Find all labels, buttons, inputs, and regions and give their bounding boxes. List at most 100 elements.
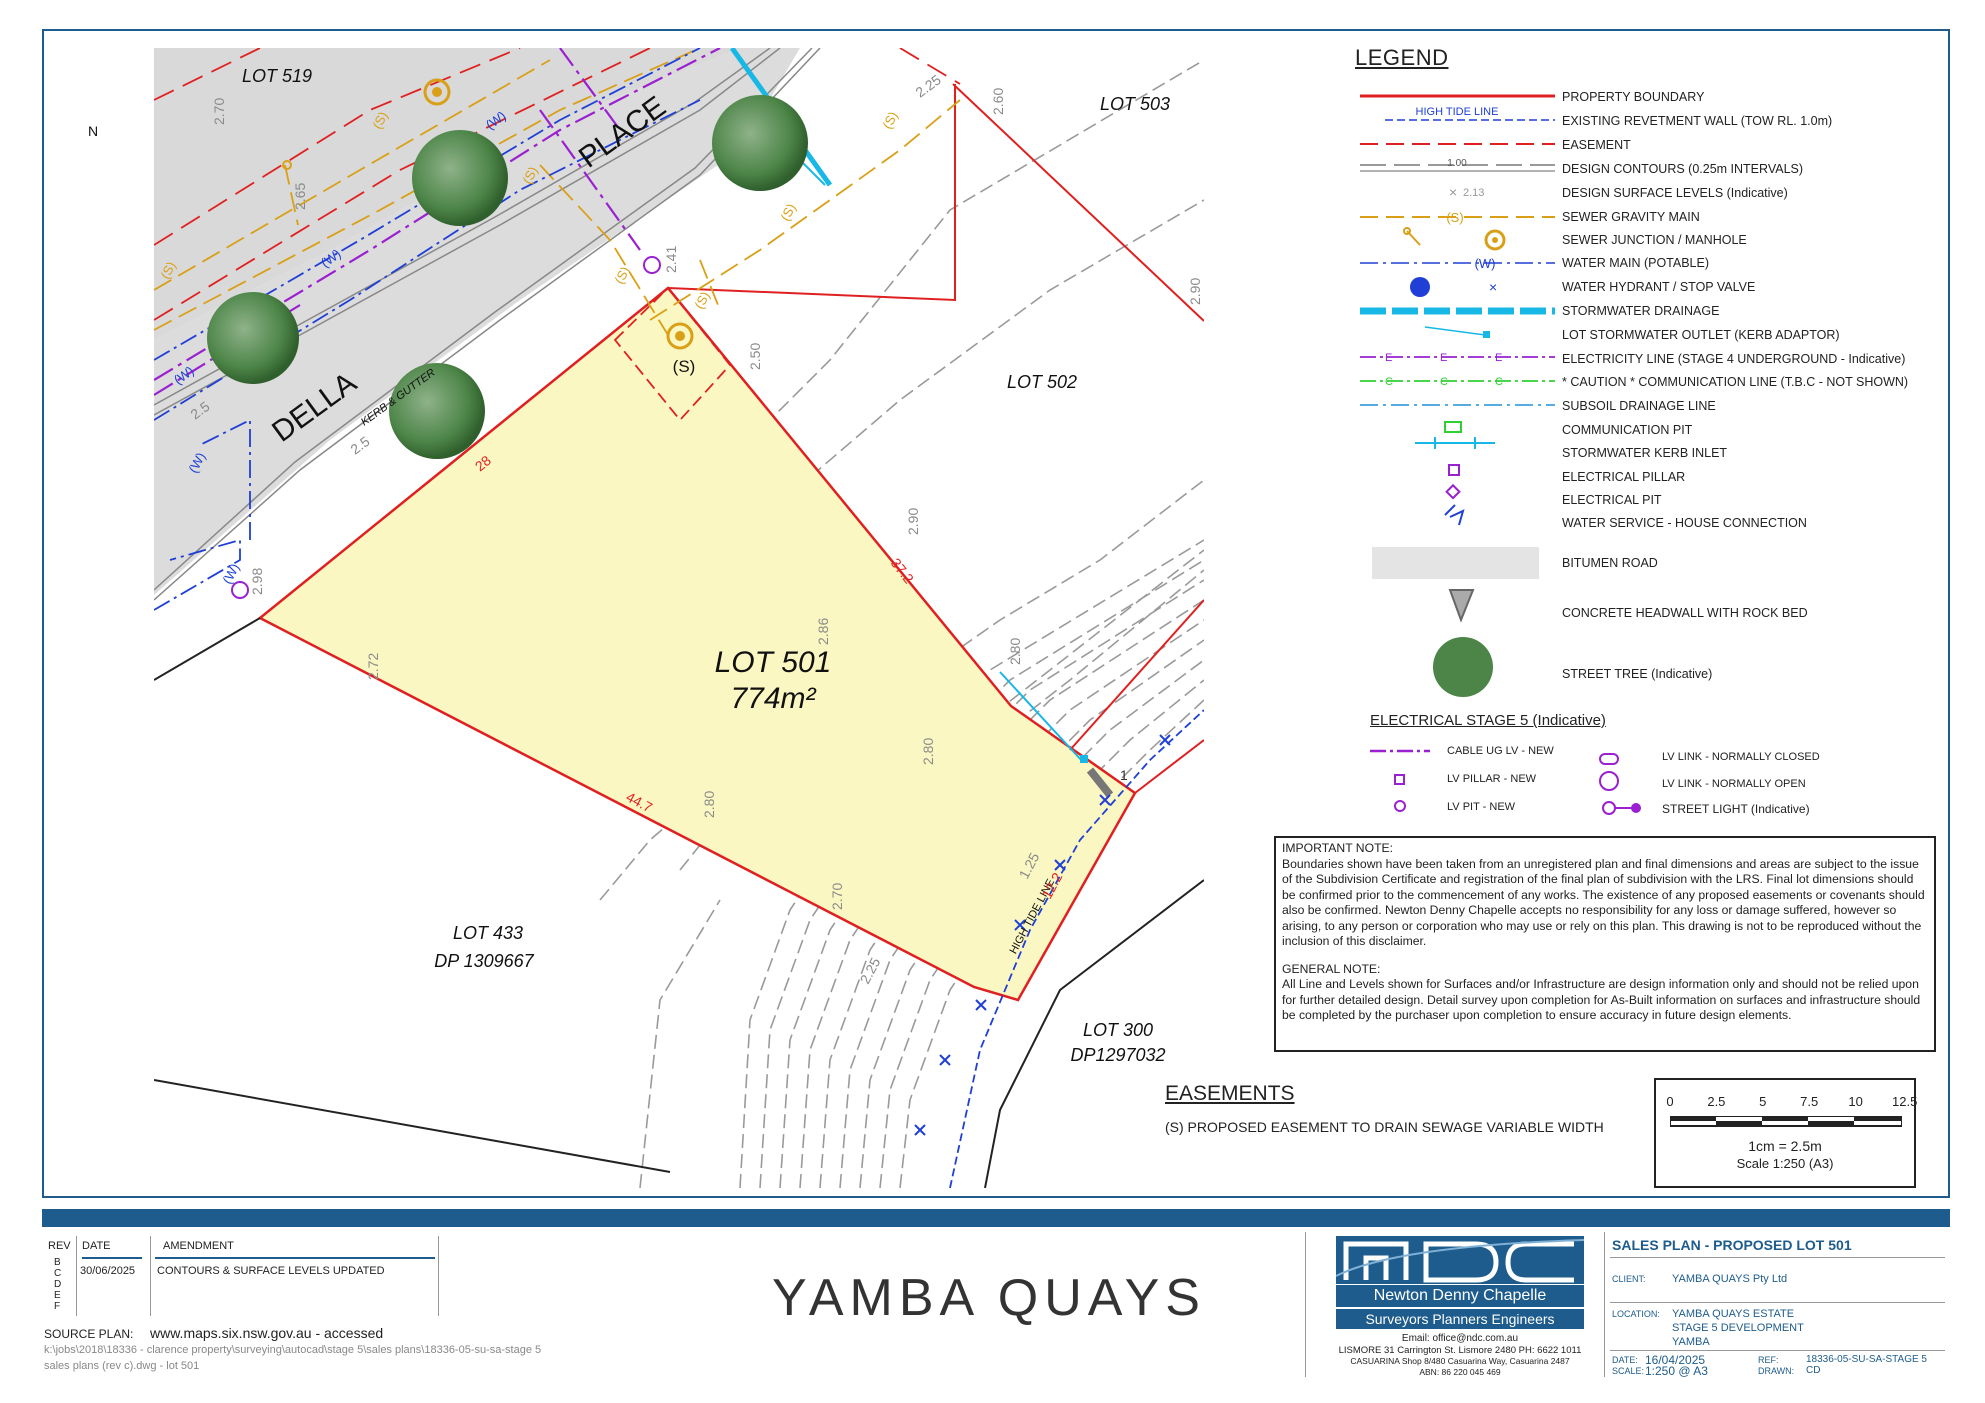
notes-box: IMPORTANT NOTE: Boundaries shown have be… xyxy=(1274,836,1936,1052)
lot-501-area: 774m² xyxy=(730,682,816,715)
ref-label: REF: xyxy=(1758,1355,1779,1365)
legend-w-tag: (W) xyxy=(1475,256,1496,271)
lot-433-dp: DP 1309667 xyxy=(434,951,534,971)
source-url: www.maps.six.nsw.gov.au - accessed xyxy=(150,1325,384,1341)
surface-level: 2.25 xyxy=(912,71,944,100)
legend-item: LOT STORMWATER OUTLET (KERB ADAPTOR) xyxy=(1562,328,1840,342)
legend-level-sample: 2.13 xyxy=(1463,187,1484,199)
legend-c-tag: C xyxy=(1495,376,1503,388)
rev-label: REV xyxy=(48,1240,71,1252)
legend-kerb-inlet-icon xyxy=(1415,437,1495,449)
svg-text:×: × xyxy=(1449,184,1457,200)
location-1: YAMBA QUAYS ESTATE xyxy=(1672,1308,1795,1320)
scale-tick-label: 10 xyxy=(1848,1094,1863,1109)
surface-level: 2.90 xyxy=(905,508,921,535)
lot-503-label: LOT 503 xyxy=(1100,94,1170,114)
important-note-title: IMPORTANT NOTE: xyxy=(1282,841,1394,855)
company-casuarina: CASUARINA Shop 8/480 Casuarina Way, Casu… xyxy=(1350,1356,1570,1366)
surface-level: 2.70 xyxy=(211,98,227,125)
legend-stop-valve-icon: × xyxy=(1489,279,1497,295)
legend-e-tag: E xyxy=(1440,352,1447,364)
legend-item: DESIGN CONTOURS (0.25m INTERVALS) xyxy=(1562,162,1804,176)
legend-headwall-icon xyxy=(1448,589,1475,623)
legend-item: PROPERTY BOUNDARY xyxy=(1562,90,1705,104)
rev-letter: B xyxy=(54,1257,61,1268)
lv-link-closed-icon xyxy=(1599,753,1619,765)
legend-c-tag: C xyxy=(1385,376,1393,388)
sheet-title: SALES PLAN - PROPOSED LOT 501 xyxy=(1612,1237,1852,1253)
date-label: DATE xyxy=(82,1240,111,1252)
legend-c-tag: C xyxy=(1440,376,1448,388)
company-sub: Surveyors Planners Engineers xyxy=(1336,1309,1584,1329)
scale-text: Scale 1:250 (A3) xyxy=(1736,1156,1834,1171)
street-tree-icon xyxy=(712,95,808,191)
easements-title: EASEMENTS xyxy=(1165,1082,1295,1105)
ref-value: 18336-05-SU-SA-STAGE 5 xyxy=(1806,1354,1927,1365)
legend-house-connection-icon xyxy=(1444,504,1465,526)
rev-letter: D xyxy=(54,1279,62,1290)
company-lismore: LISMORE 31 Carrington St. Lismore 2480 P… xyxy=(1338,1345,1582,1356)
file-path-1: k:\jobs\2018\18336 - clarence property\s… xyxy=(44,1344,542,1356)
lot-433-label: LOT 433 xyxy=(453,923,523,943)
legend-item: ELECTRICAL PILLAR xyxy=(1562,470,1686,484)
amendment-value: CONTOURS & SURFACE LEVELS UPDATED xyxy=(157,1265,385,1277)
lot-300-dp: DP1297032 xyxy=(1070,1045,1165,1065)
legend-item: SEWER GRAVITY MAIN xyxy=(1562,210,1700,224)
legend-headwall: CONCRETE HEADWALL WITH ROCK BED xyxy=(1562,606,1808,620)
electrical-stage-title: ELECTRICAL STAGE 5 (Indicative) xyxy=(1370,712,1606,729)
surface-level: 2.80 xyxy=(920,738,936,765)
file-path-2: sales plans (rev c).dwg - lot 501 xyxy=(44,1360,200,1372)
rev-letter: E xyxy=(54,1290,61,1301)
surface-level: 2.72 xyxy=(365,653,381,680)
company-abn: ABN: 86 220 045 469 xyxy=(1419,1367,1501,1377)
elec-cable: CABLE UG LV - NEW xyxy=(1447,745,1554,757)
general-note-title: GENERAL NOTE: xyxy=(1282,961,1381,976)
lot-502-label: LOT 502 xyxy=(1007,372,1077,392)
legend-contour-sample: 1.00 xyxy=(1447,158,1467,169)
lv-pit-icon xyxy=(1394,800,1406,812)
legend-item: SEWER JUNCTION / MANHOLE xyxy=(1562,233,1747,247)
legend: LEGEND xyxy=(1355,45,1935,77)
legend-item: SUBSOIL DRAINAGE LINE xyxy=(1562,399,1716,413)
scale-bar-graphic xyxy=(1670,1116,1902,1127)
lot-519-label: LOT 519 xyxy=(242,66,312,86)
easement-s-label: (S) xyxy=(673,357,696,376)
scale-tick-label: 5 xyxy=(1759,1094,1767,1109)
legend-item: STORMWATER KERB INLET xyxy=(1562,446,1728,460)
company-email: Email: office@ndc.com.au xyxy=(1401,1333,1519,1344)
legend-e-tag: E xyxy=(1495,352,1502,364)
legend-comm-pit-icon xyxy=(1444,421,1462,433)
scale-tick-label: 12.5 xyxy=(1892,1094,1918,1109)
legend-symbols: HIGH TIDE LINE 1.00 × 2.13 (S) (W) × E E… xyxy=(1360,94,1555,697)
surface-level: 2.5 xyxy=(347,433,372,458)
legend-item: ELECTRICITY LINE (STAGE 4 UNDERGROUND - … xyxy=(1562,352,1906,366)
legend-e-tag: E xyxy=(1385,352,1392,364)
legend-item: ELECTRICAL PIT xyxy=(1562,493,1662,507)
company-name: Newton Denny Chapelle xyxy=(1336,1285,1584,1307)
legend-street-tree: STREET TREE (Indicative) xyxy=(1562,667,1713,681)
legend-item: WATER HYDRANT / STOP VALVE xyxy=(1562,280,1756,294)
scale-ratio: 1cm = 2.5m xyxy=(1748,1138,1822,1154)
lot-300-label: LOT 300 xyxy=(1083,1020,1153,1040)
legend-item: * CAUTION * COMMUNICATION LINE (T.B.C - … xyxy=(1562,375,1909,389)
legend-hydrant-icon xyxy=(1410,277,1430,297)
rev-letter: F xyxy=(54,1301,61,1312)
legend-street-tree-icon xyxy=(1433,637,1493,697)
amendment-label: AMENDMENT xyxy=(163,1240,234,1252)
location-3: YAMBA xyxy=(1672,1336,1710,1348)
scale-tick-label: 2.5 xyxy=(1707,1094,1726,1109)
surface-level: 2.80 xyxy=(701,791,717,818)
ndc-logo-icon xyxy=(1336,1236,1584,1284)
drawn-label: DRAWN: xyxy=(1758,1366,1795,1376)
scale-tick-label: 7.5 xyxy=(1800,1094,1819,1109)
date-value-2: 16/04/2025 xyxy=(1645,1353,1706,1367)
source-label: SOURCE PLAN: xyxy=(44,1327,134,1341)
scale-tick-label: 0 xyxy=(1666,1094,1674,1109)
legend-item: STORMWATER DRAINAGE xyxy=(1562,304,1720,318)
surface-level: 2.60 xyxy=(990,88,1006,115)
surface-level: 2.25 xyxy=(857,955,884,987)
drawing-frame xyxy=(42,29,1950,1198)
client-label: CLIENT: xyxy=(1612,1274,1646,1284)
sewer-easement xyxy=(613,286,732,422)
